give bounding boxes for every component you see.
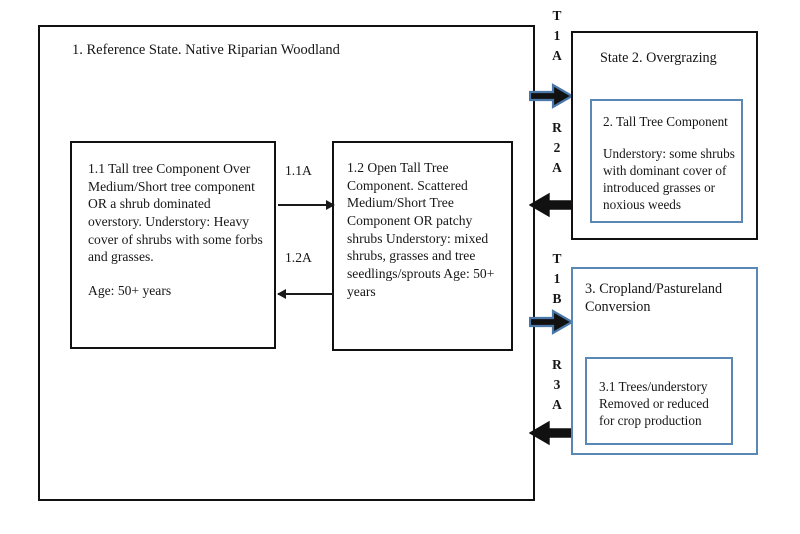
pathway-label-1-1a: 1.1A [285,163,312,178]
pathway-arrow-1-1a-right [278,200,335,210]
phase-3-1-text: 3.1 Trees/understory Removed or reduced … [599,378,725,429]
transition-arrow-r3a-left [529,420,573,446]
arrow-head [277,289,286,299]
phase-2-body: Understory: some shrubs with dominant co… [603,145,735,213]
transition-code-char: 3 [553,376,561,392]
state-2-title: State 2. Overgrazing [600,50,717,66]
transition-code-r3a: R 3 A [546,355,568,414]
transition-code-char: 1 [553,27,561,43]
state-3-title: 3. Cropland/Pastureland Conversion [585,281,723,316]
state-2-box: State 2. Overgrazing 2. Tall Tree Compon… [571,31,758,240]
phase-box-2: 2. Tall Tree Component Understory: some … [590,99,743,223]
phase-box-1-1: 1.1 Tall tree Component Over Medium/Shor… [70,141,276,349]
transition-code-char: B [552,290,562,306]
pathway-arrow-1-2a-left [277,289,334,299]
reference-state-title: 1. Reference State. Native Riparian Wood… [72,42,340,58]
transition-arrow-r2a-left [529,192,573,218]
transition-code-char: A [552,47,562,63]
transition-code-char: T [552,8,562,23]
phase-2-heading: 2. Tall Tree Component [603,114,728,129]
transition-code-char: A [552,159,562,175]
phase-box-3-1: 3.1 Trees/understory Removed or reduced … [585,357,733,445]
arrow-shaft [278,293,334,295]
phase-1-2-description: 1.2 Open Tall Tree Component. Scattered … [347,160,495,299]
transition-code-char: R [552,357,562,372]
state-3-box: 3. Cropland/Pastureland Conversion 3.1 T… [571,267,758,455]
transition-code-t1a: T 1 A [546,6,568,65]
transition-code-char: T [552,251,562,266]
arrow-shaft [278,204,334,206]
phase-box-1-2: 1.2 Open Tall Tree Component. Scattered … [332,141,513,351]
transition-code-t1b: T 1 B [546,249,568,308]
transition-code-char: 2 [553,139,561,155]
arrow-head [326,200,335,210]
transition-code-char: R [552,120,562,135]
phase-1-1-description: 1.1 Tall tree Component Over Medium/Shor… [88,161,263,265]
phase-1-2-text: 1.2 Open Tall Tree Component. Scattered … [347,159,505,300]
phase-2-text: 2. Tall Tree Component Understory: some … [603,113,735,213]
transition-code-char: 1 [553,270,561,286]
phase-1-1-age: Age: 50+ years [88,282,172,298]
phase-3-1-body: 3.1 Trees/understory Removed or reduced … [599,379,709,429]
pathway-label-1-2a: 1.2A [285,250,312,265]
transition-code-r2a: R 2 A [546,118,568,177]
transition-arrow-t1b-right [529,309,573,335]
phase-1-1-text: 1.1 Tall tree Component Over Medium/Shor… [88,160,264,299]
transition-code-char: A [552,396,562,412]
transition-arrow-t1a-right [529,83,573,109]
